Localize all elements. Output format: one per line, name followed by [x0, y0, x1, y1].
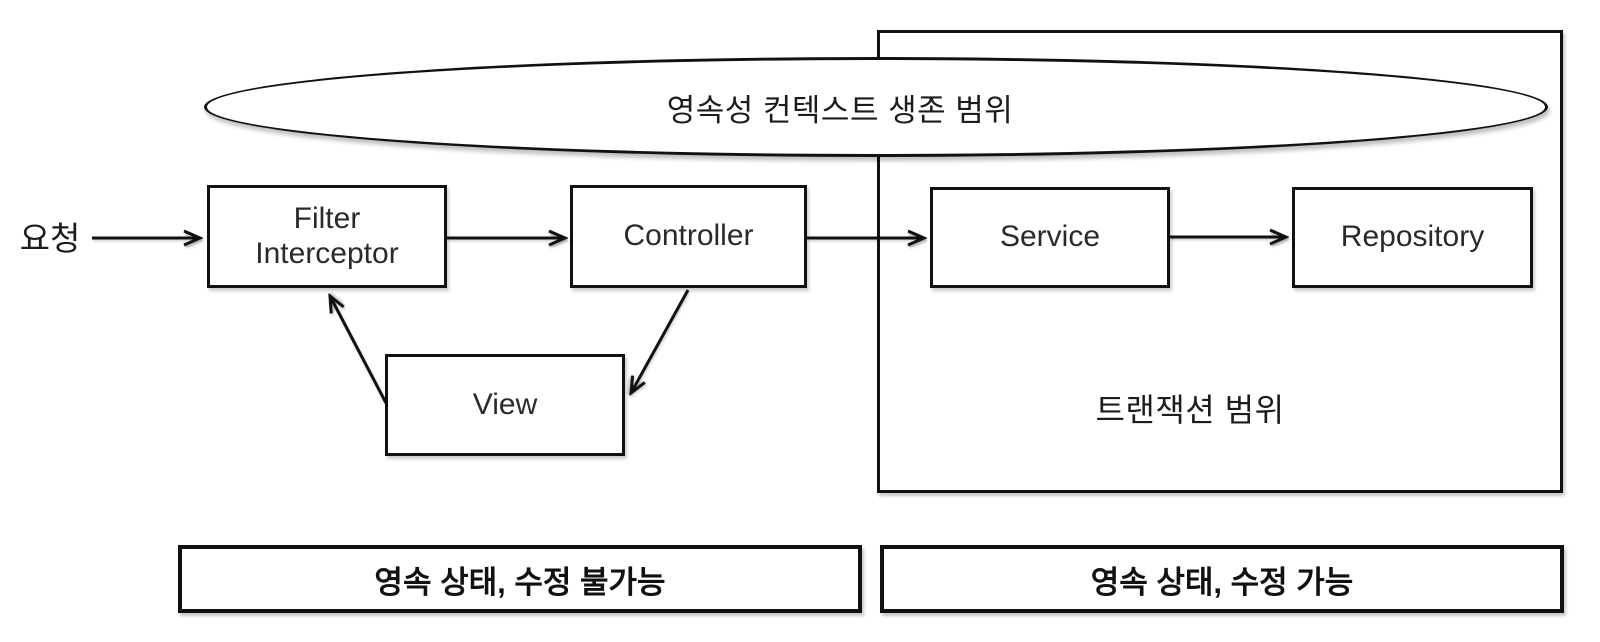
- legend-persistent-readonly: 영속 상태, 수정 불가능: [178, 545, 862, 613]
- persistence-context-label: 영속성 컨텍스트 생존 범위: [666, 92, 1014, 128]
- node-controller-label: Controller: [623, 219, 754, 253]
- node-controller: Controller: [570, 185, 807, 288]
- legend-persistent-modifiable-label: 영속 상태, 수정 가능: [1090, 564, 1354, 600]
- node-view-label: View: [472, 387, 538, 421]
- node-filter-interceptor: Filter Interceptor: [207, 185, 447, 288]
- persistence-context-ellipse: 영속성 컨텍스트 생존 범위: [204, 57, 1548, 157]
- node-repository-label: Repository: [1340, 220, 1485, 254]
- transaction-scope-label: 트랜잭션 범위: [1095, 392, 1285, 428]
- node-service: Service: [930, 187, 1170, 288]
- legend-persistent-readonly-label: 영속 상태, 수정 불가능: [374, 564, 666, 600]
- node-view: View: [385, 354, 625, 456]
- arrow-view-to-filter: [330, 296, 388, 404]
- arrow-controller-to-view: [631, 289, 690, 393]
- node-filter-interceptor-label: Filter Interceptor: [255, 202, 399, 270]
- request-label: 요청: [19, 220, 81, 257]
- legend-persistent-modifiable: 영속 상태, 수정 가능: [880, 545, 1564, 613]
- node-repository: Repository: [1292, 187, 1533, 288]
- node-service-label: Service: [999, 220, 1101, 254]
